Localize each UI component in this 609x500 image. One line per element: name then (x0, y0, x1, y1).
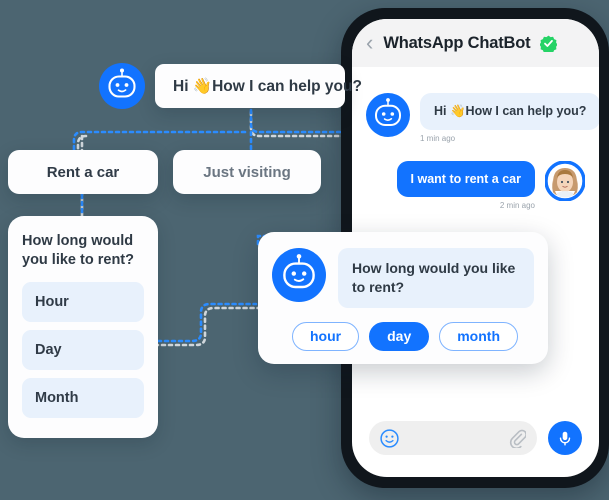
choice-label: Rent a car (46, 163, 120, 181)
page-title: WhatsApp ChatBot (383, 33, 531, 52)
bot-avatar-icon (272, 248, 326, 302)
chevron-left-icon[interactable]: ‹ (366, 30, 374, 55)
message-input-bar (352, 421, 599, 455)
option-label: Hour (35, 294, 69, 311)
flow-greeting-text: Hi 👋How I can help you? (173, 77, 362, 95)
duration-option-hour[interactable]: Hour (22, 282, 144, 323)
message-row-user: I want to rent a car 2 min ago (366, 160, 586, 210)
quick-reply-pill-day[interactable]: day (369, 321, 430, 351)
pill-label: day (387, 328, 412, 344)
option-label: Month (35, 390, 79, 407)
chat-message-list: Hi 👋How I can help you? 1 min ago I want… (352, 67, 599, 210)
user-avatar-icon (544, 160, 586, 202)
flow-duration-card: How long would you like to rent? Hour Da… (8, 216, 158, 438)
duration-question: How long would you like to rent? (22, 233, 134, 269)
flow-choice-just-visiting[interactable]: Just visiting (173, 150, 321, 194)
bot-avatar-icon (366, 93, 410, 137)
pill-label: hour (310, 328, 342, 344)
duration-option-month[interactable]: Month (22, 378, 144, 419)
flow-choice-rent-a-car[interactable]: Rent a car (8, 150, 158, 194)
bot-card-message: How long would you like to rent? (338, 248, 534, 308)
option-label: Day (35, 342, 62, 359)
duration-option-day[interactable]: Day (22, 330, 144, 371)
flow-greeting-bubble: Hi 👋How I can help you? (155, 64, 362, 108)
quick-reply-pill-hour[interactable]: hour (292, 321, 360, 351)
paperclip-icon[interactable] (509, 429, 527, 449)
bot-avatar-icon (99, 63, 145, 109)
chat-bubble-outgoing: I want to rent a car (396, 161, 535, 197)
bot-quick-reply-card: How long would you like to rent? hour da… (258, 232, 548, 364)
verified-badge-icon (539, 35, 559, 54)
message-timestamp: 2 min ago (499, 201, 535, 210)
pill-label: month (457, 328, 500, 344)
emoji-smiley-icon[interactable] (380, 428, 399, 448)
quick-reply-pill-month[interactable]: month (439, 321, 518, 351)
message-row-bot: Hi 👋How I can help you? 1 min ago (366, 93, 599, 143)
message-input-field[interactable] (369, 421, 537, 455)
message-timestamp: 1 min ago (420, 134, 456, 143)
chat-header: ‹ WhatsApp ChatBot (352, 19, 599, 67)
choice-label: Just visiting (203, 163, 291, 181)
chat-bubble-incoming: Hi 👋How I can help you? (420, 93, 599, 130)
quick-reply-pill-row: hour day month (292, 321, 534, 351)
microphone-icon[interactable] (548, 421, 582, 455)
